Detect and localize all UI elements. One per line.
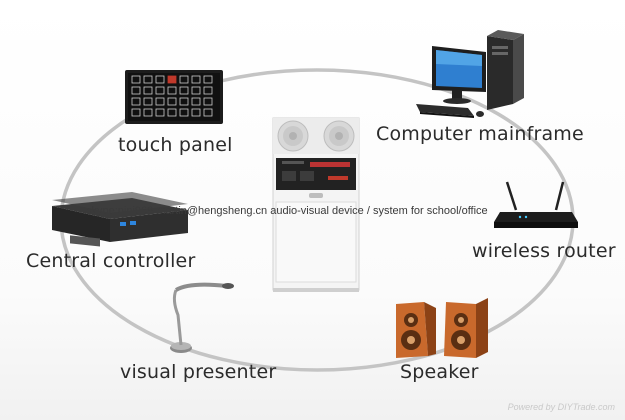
touch-panel-label: touch panel	[118, 134, 233, 156]
central-controller-label: Central controller	[26, 250, 196, 272]
av-host-cabinet-icon	[272, 117, 360, 292]
touch-panel-icon	[125, 70, 223, 124]
wireless-router-icon	[494, 181, 578, 228]
visual-presenter-label: visual presenter	[120, 361, 277, 383]
wireless-router-label: wireless router	[472, 240, 616, 262]
contact-watermark: skype:nini968 martin@hengsheng.cn audio-…	[86, 205, 488, 217]
computer-icon	[416, 30, 524, 118]
footer-credit: Powered by DIYTrade.com	[507, 402, 615, 412]
speaker-icon	[396, 298, 488, 358]
central-controller-icon	[52, 192, 188, 247]
computer-mainframe-label: Computer mainframe	[376, 123, 584, 145]
visual-presenter-icon	[170, 282, 234, 353]
speaker-label: Speaker	[400, 361, 479, 383]
